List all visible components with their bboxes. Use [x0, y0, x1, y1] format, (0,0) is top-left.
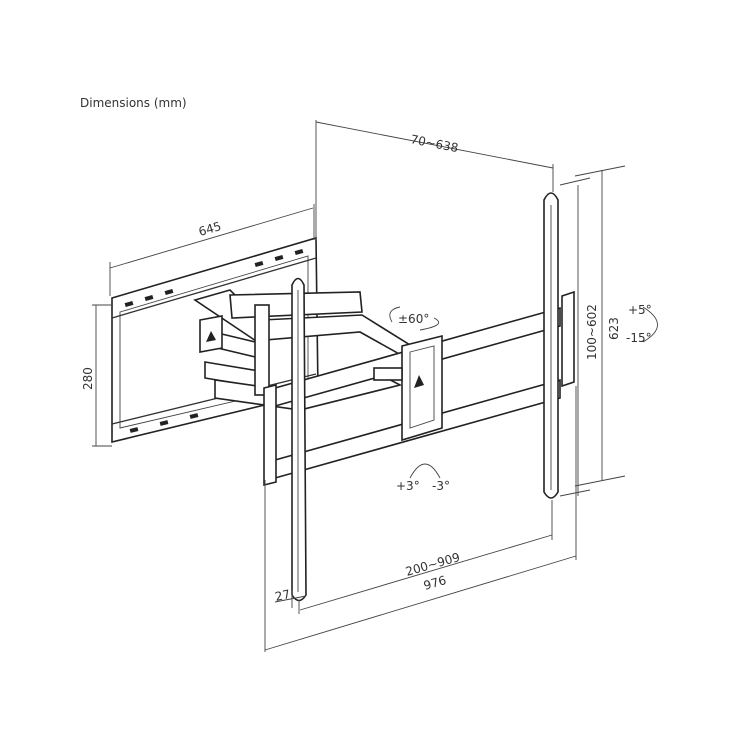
- label-rail-height: 623: [607, 317, 621, 340]
- label-horizontal-hole-spacing: 200~909: [404, 550, 462, 579]
- swivel-arrow-icon: [389, 306, 401, 323]
- label-vertical-hole-spacing: 100~602: [585, 304, 599, 360]
- tilt-arrow-icon: [642, 306, 658, 343]
- label-rail-width: 27: [274, 587, 292, 604]
- dimension-lines: [92, 120, 626, 652]
- label-wall-plate-height: 280: [81, 367, 95, 390]
- label-level-minus: -3°: [432, 479, 450, 493]
- level-arrow-icon: [409, 463, 441, 479]
- label-tilt-down: -15°: [626, 331, 652, 345]
- vertical-rails: [291, 192, 559, 602]
- label-extension: 70~638: [409, 132, 459, 155]
- label-level-plus: +3°: [396, 479, 420, 493]
- label-total-width: 976: [422, 573, 448, 593]
- diagram-title: Dimensions (mm): [80, 96, 187, 110]
- label-tilt-up: +5°: [628, 303, 652, 317]
- label-wall-plate-width: 645: [197, 219, 223, 239]
- label-swivel: ±60°: [398, 312, 429, 326]
- rotation-arrows: [389, 306, 658, 479]
- center-bracket: [373, 334, 443, 442]
